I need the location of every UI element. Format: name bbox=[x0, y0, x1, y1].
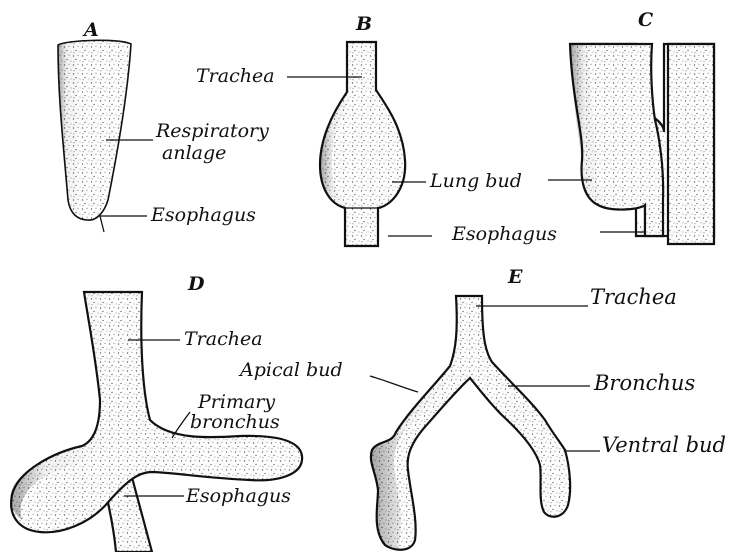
panel-e-label-apical-bud: Apical bud bbox=[238, 359, 343, 381]
panel-d-letter: D bbox=[187, 273, 205, 295]
panel-e-label-bronchus: Bronchus bbox=[593, 371, 695, 395]
panel-c-letter: C bbox=[638, 9, 653, 31]
panel-b-label-lung-bud: Lung bud bbox=[429, 170, 522, 192]
panel-e-apical-leader bbox=[370, 376, 418, 392]
panel-b-label-trachea: Trachea bbox=[196, 65, 275, 87]
panel-a-label-esophagus: Esophagus bbox=[150, 204, 256, 226]
panel-e-label-trachea: Trachea bbox=[590, 285, 677, 309]
panel-e-bronchial-tree bbox=[371, 296, 570, 550]
panel-d: D Trachea Primary bronchus Esophagus bbox=[10, 273, 302, 552]
panel-d-label-trachea: Trachea bbox=[184, 328, 263, 350]
panel-d-label-esophagus: Esophagus bbox=[185, 485, 291, 507]
panel-c: C bbox=[548, 9, 714, 244]
panel-e-letter: E bbox=[507, 266, 523, 288]
panel-c-posterior bbox=[668, 44, 714, 244]
panel-b-label-esophagus: Esophagus bbox=[451, 223, 557, 245]
panel-a-label-respiratory: Respiratory bbox=[155, 120, 269, 142]
panel-a: A Respiratory anlage Esophagus bbox=[58, 19, 269, 232]
panel-e-label-ventral-bud: Ventral bud bbox=[602, 433, 726, 457]
panel-a-letter: A bbox=[82, 19, 99, 41]
panel-e: E Trachea Apical bud Bronchus Ventral bu… bbox=[238, 266, 726, 550]
panel-a-label-anlage: anlage bbox=[162, 142, 226, 164]
panel-a-tip-line bbox=[100, 216, 104, 232]
panel-b-letter: B bbox=[355, 13, 372, 35]
panel-d-label-bronchus: bronchus bbox=[190, 411, 280, 433]
panel-d-label-primary: Primary bbox=[197, 391, 275, 413]
